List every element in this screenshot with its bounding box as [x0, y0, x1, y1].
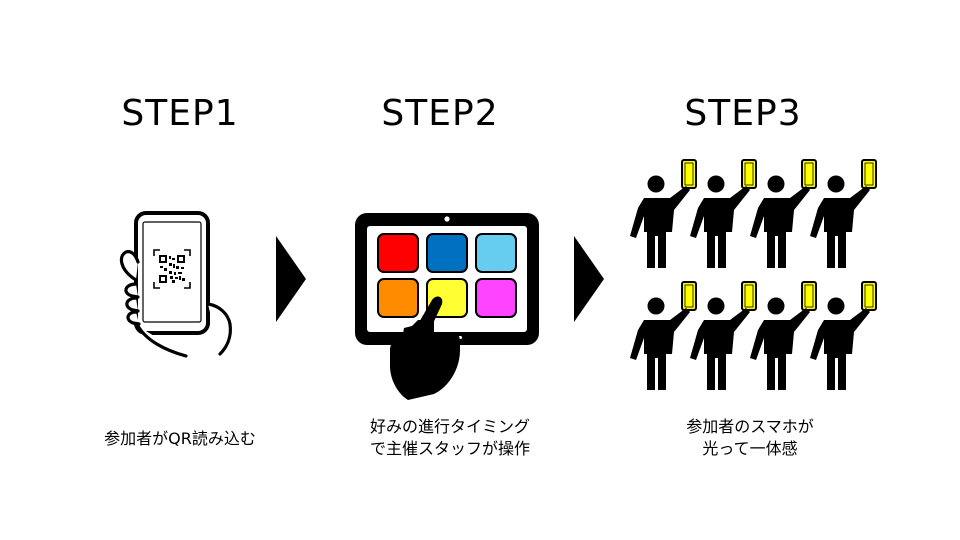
arrow-right-icon	[276, 236, 306, 322]
step2-caption: 好みの進行タイミング で主催スタッフが操作	[320, 416, 580, 460]
step3-caption: 参加者のスマホが 光って一体感	[620, 416, 880, 460]
step3-title: STEP3	[684, 93, 802, 134]
tablet-tile	[377, 233, 419, 273]
step1-caption-line: 参加者がQR読み込む	[104, 429, 256, 448]
step1-title: STEP1	[121, 93, 239, 134]
person-with-phone-icon	[689, 281, 757, 391]
tablet-control-icon	[355, 213, 539, 400]
hand-phone-qr-icon	[119, 211, 232, 358]
step1-caption: 参加者がQR読み込む	[50, 428, 310, 450]
tablet-tile	[426, 233, 468, 273]
step3-caption-line: 参加者のスマホが	[686, 417, 814, 436]
person-with-phone-icon	[749, 159, 817, 269]
step3-caption-line: 光って一体感	[702, 439, 798, 458]
person-with-phone-icon	[629, 159, 697, 269]
person-with-phone-icon	[809, 281, 877, 391]
step2-caption-line: で主催スタッフが操作	[369, 439, 530, 458]
person-with-phone-icon	[689, 159, 757, 269]
person-with-phone-icon	[809, 159, 877, 269]
tablet-tile	[475, 233, 517, 273]
person-with-phone-icon	[749, 281, 817, 391]
step2-caption-line: 好みの進行タイミング	[369, 417, 530, 436]
tablet-tile	[475, 278, 517, 318]
arrow-right-icon	[574, 236, 604, 322]
step2-title: STEP2	[381, 93, 499, 134]
crowd-phones-icon	[629, 159, 877, 391]
tablet-tile	[377, 278, 419, 318]
person-with-phone-icon	[629, 281, 697, 391]
